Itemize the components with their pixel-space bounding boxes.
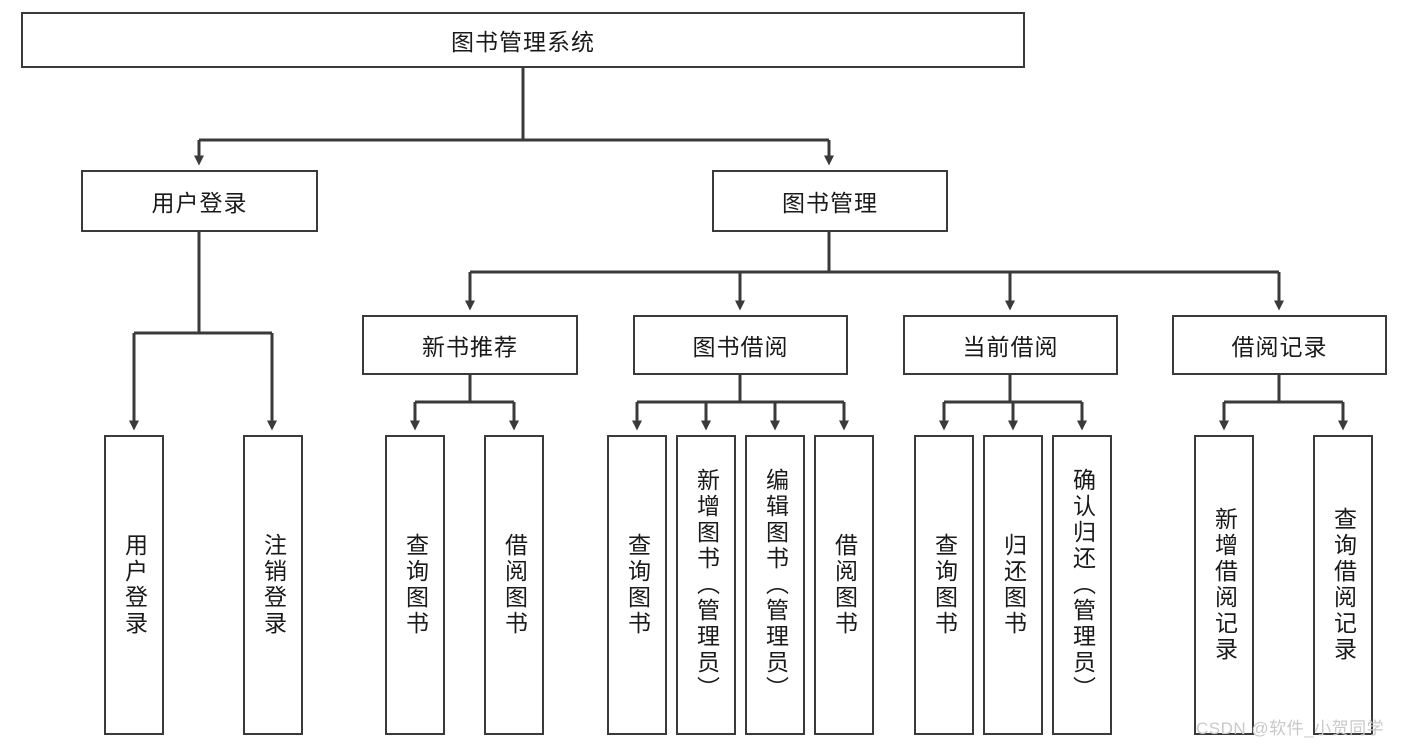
leaf-query-book-3[interactable]: 查询图书 <box>914 435 974 735</box>
leaf-query-book-1-label: 查询图书 <box>402 533 429 637</box>
leaf-return-book-label: 归还图书 <box>1000 533 1027 637</box>
leaf-confirm-return-label: 确认归还（管理员） <box>1069 468 1096 702</box>
leaf-borrow-book-2[interactable]: 借阅图书 <box>814 435 874 735</box>
leaf-logout[interactable]: 注销登录 <box>243 435 303 735</box>
node-root-label: 图书管理系统 <box>451 29 595 55</box>
node-current-borrow-label: 当前借阅 <box>962 334 1059 360</box>
leaf-query-book-1[interactable]: 查询图书 <box>385 435 445 735</box>
node-current-borrow[interactable]: 当前借阅 <box>903 315 1118 375</box>
leaf-return-book[interactable]: 归还图书 <box>983 435 1043 735</box>
leaf-borrow-book-1-label: 借阅图书 <box>501 533 528 637</box>
node-book-borrow-label: 图书借阅 <box>692 334 789 360</box>
leaf-edit-book-label: 编辑图书（管理员） <box>762 468 789 702</box>
leaf-query-book-2[interactable]: 查询图书 <box>607 435 667 735</box>
leaf-confirm-return[interactable]: 确认归还（管理员） <box>1052 435 1112 735</box>
node-book-manage[interactable]: 图书管理 <box>712 170 948 232</box>
leaf-borrow-book-2-label: 借阅图书 <box>831 533 858 637</box>
node-book-manage-label: 图书管理 <box>782 190 878 216</box>
leaf-add-record-label: 新增借阅记录 <box>1211 507 1238 663</box>
leaf-logout-label: 注销登录 <box>260 533 287 637</box>
leaf-user-login-label: 用户登录 <box>121 533 148 637</box>
node-user-login-label: 用户登录 <box>151 190 248 216</box>
leaf-add-book[interactable]: 新增图书（管理员） <box>676 435 736 735</box>
node-book-borrow[interactable]: 图书借阅 <box>633 315 848 375</box>
node-user-login[interactable]: 用户登录 <box>81 170 318 232</box>
leaf-query-record-label: 查询借阅记录 <box>1330 507 1357 663</box>
node-new-book-rec[interactable]: 新书推荐 <box>362 315 578 375</box>
leaf-query-record[interactable]: 查询借阅记录 <box>1313 435 1373 735</box>
node-root[interactable]: 图书管理系统 <box>21 12 1025 68</box>
leaf-user-login[interactable]: 用户登录 <box>104 435 164 735</box>
leaf-borrow-book-1[interactable]: 借阅图书 <box>484 435 544 735</box>
leaf-query-book-3-label: 查询图书 <box>931 533 958 637</box>
node-borrow-record[interactable]: 借阅记录 <box>1172 315 1387 375</box>
node-new-book-rec-label: 新书推荐 <box>422 334 518 360</box>
watermark: CSDN @软件_小贺同学 <box>1196 719 1385 738</box>
leaf-query-book-2-label: 查询图书 <box>624 533 651 637</box>
node-borrow-record-label: 借阅记录 <box>1231 334 1328 360</box>
leaf-add-book-label: 新增图书（管理员） <box>693 468 720 702</box>
leaf-add-record[interactable]: 新增借阅记录 <box>1194 435 1254 735</box>
leaf-edit-book[interactable]: 编辑图书（管理员） <box>745 435 805 735</box>
